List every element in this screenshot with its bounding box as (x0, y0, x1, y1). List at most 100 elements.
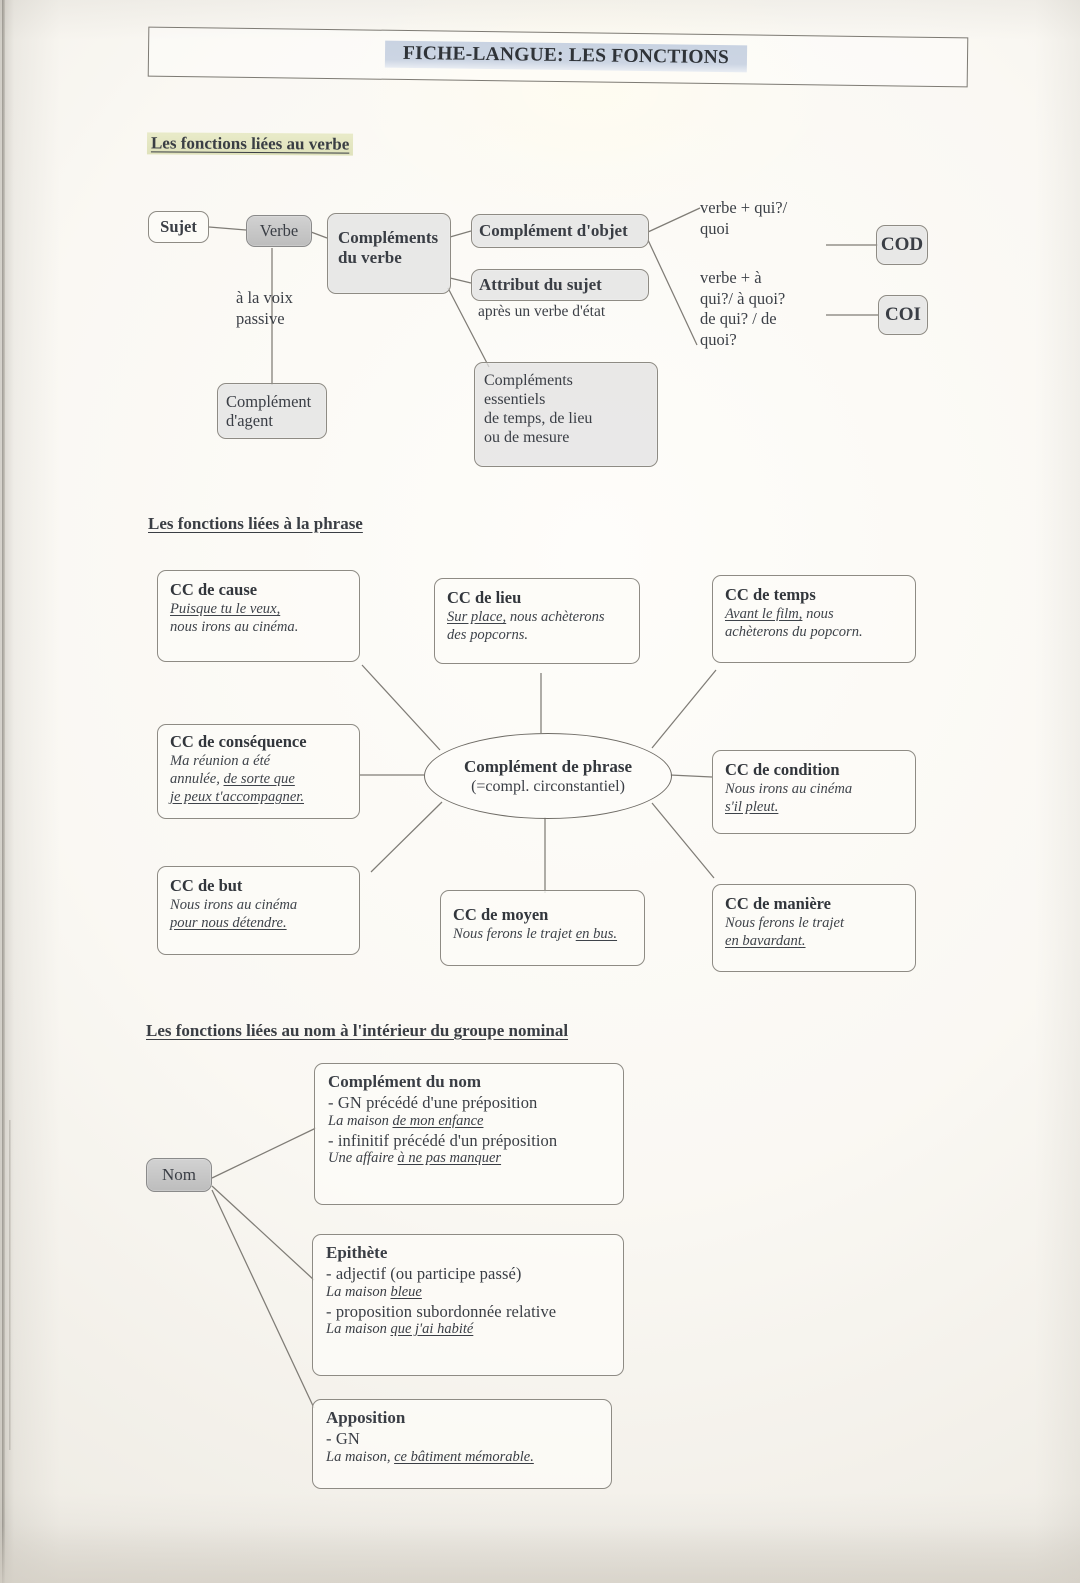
epithete-ex1-prefix: La maison (326, 1283, 391, 1300)
cc-de-consequence-title: CC de conséquence (170, 732, 307, 751)
cc-de-maniere-example-line2: en bavardant. (725, 933, 806, 950)
cc-de-lieu-underlined: Sur place, (447, 609, 507, 626)
box-epithete: Epithète - adjectif (ou participe passé)… (312, 1234, 624, 1376)
attribut-sujet-note: après un verbe d'état (478, 303, 606, 320)
apposition-title: Apposition (326, 1408, 406, 1427)
epithete-title: Epithète (326, 1243, 388, 1262)
node-sujet: Sujet (148, 211, 209, 243)
cdn-ex1-underlined: de mon enfance (392, 1112, 484, 1129)
node-attribut-sujet-label: Attribut du sujet (479, 275, 602, 294)
cdn-ex1-prefix: La maison (328, 1112, 393, 1129)
cc-de-moyen-title: CC de moyen (453, 905, 549, 924)
node-complement-agent-line2: d'agent (226, 411, 273, 431)
cc-de-moyen-l1a: Nous ferons le trajet (453, 926, 576, 943)
cc-de-moyen-l1b: en bus. (575, 926, 618, 943)
cc-de-cause-example-line2: nous irons au cinéma. (170, 619, 299, 636)
box-cc-de-temps: CC de temps Avant le film, nous achètero… (712, 575, 916, 663)
question-coi-line2: qui?/ à quoi? (700, 288, 786, 308)
complement-du-nom-example1: La maison de mon enfance (328, 1113, 613, 1130)
cc-de-temps-underlined: Avant le film, (725, 606, 803, 623)
cc-de-consequence-example-line3: je peux t'accompagner. (170, 789, 305, 806)
box-cc-de-consequence: CC de conséquence Ma réunion a été annul… (157, 724, 360, 819)
node-coi-label: COI (885, 304, 921, 325)
apposition-ex1-prefix: La maison, (326, 1448, 395, 1465)
complements-essentiels-line1: Compléments (484, 372, 573, 389)
cc-de-lieu-example-line2: des popcorns. (447, 627, 529, 644)
apposition-example1: La maison, ce bâtiment mémorable. (326, 1449, 601, 1466)
node-complement-de-phrase: Complément de phrase (=compl. circonstan… (424, 733, 672, 819)
cc-de-maniere-example-line1: Nous ferons le trajet (725, 915, 845, 932)
cc-de-temps-example-line2: achèterons du popcorn. (725, 624, 863, 641)
complements-essentiels-line4: ou de mesure (484, 428, 570, 446)
node-nom-label: Nom (162, 1165, 196, 1184)
section-heading-nom: Les fonctions liées au nom à l'intérieur… (146, 1021, 569, 1040)
node-complements-essentiels: Compléments essentiels de temps, de lieu… (474, 362, 658, 467)
complement-de-phrase-line2: (=compl. circonstantiel) (471, 777, 625, 795)
epithete-ex2-underlined: que j'ai habité (390, 1321, 474, 1338)
complement-du-nom-item2: - infinitif précédé d'un préposition (328, 1130, 558, 1150)
node-nom: Nom (146, 1158, 212, 1192)
voix-passive-note: à la voix passive (236, 288, 293, 329)
node-cod-label: COD (880, 234, 924, 255)
epithete-example2: La maison que j'ai habité (326, 1321, 613, 1338)
question-cod-line2: quoi (700, 218, 730, 238)
cc-de-but-example-line1: Nous irons au cinéma (170, 897, 298, 914)
epithete-example1: La maison bleue (326, 1284, 613, 1301)
node-complements-du-verbe-line2: du verbe (338, 248, 402, 268)
node-sujet-label: Sujet (160, 217, 197, 236)
cc-de-condition-title: CC de condition (725, 760, 840, 779)
question-coi-line3: de qui? / de (700, 309, 777, 329)
cc-de-cause-title: CC de cause (170, 580, 258, 599)
epithete-ex1-underlined: bleue (390, 1283, 422, 1300)
node-attribut-sujet: Attribut du sujet (471, 269, 649, 301)
cc-de-consequence-example-line2: annulée, de sorte que (170, 771, 349, 789)
cc-de-condition-example-line1: Nous irons au cinéma (725, 781, 853, 798)
cc-de-lieu-example-line1: Sur place, nous achèterons (447, 609, 629, 627)
question-coi: verbe + à qui?/ à quoi? de qui? / de quo… (700, 268, 785, 351)
question-cod-line1: verbe + qui?/ (700, 198, 788, 217)
question-cod: verbe + qui?/ quoi (700, 198, 787, 239)
cc-de-but-title: CC de but (170, 876, 243, 895)
apposition-ex1-underlined: ce bâtiment mémorable. (394, 1448, 534, 1465)
cc-de-moyen-example-line1: Nous ferons le trajet en bus. (453, 926, 634, 944)
complement-de-phrase-line1: Complément de phrase (463, 756, 633, 776)
complements-essentiels-line2: essentiels (484, 390, 546, 408)
cc-de-temps-rest: nous (802, 606, 834, 623)
apposition-item1: - GN (326, 1429, 360, 1449)
section-heading-phrase: Les fonctions liées à la phrase (148, 514, 363, 533)
box-cc-de-condition: CC de condition Nous irons au cinéma s'i… (712, 750, 916, 834)
voix-passive-line1: à la voix (236, 288, 293, 307)
box-complement-du-nom: Complément du nom - GN précédé d'une pré… (314, 1063, 624, 1205)
page-edge-shadow-lower (9, 1120, 11, 1450)
box-cc-de-maniere: CC de manière Nous ferons le trajet en b… (712, 884, 916, 972)
page-bottom-fold (0, 1525, 1080, 1583)
cdn-ex2-underlined: à ne pas manquer (397, 1150, 502, 1167)
node-complements-du-verbe-line1: Compléments (338, 228, 439, 247)
complement-du-nom-item1: - GN précédé d'une préposition (328, 1093, 538, 1113)
page-title: FICHE-LANGUE: LES FONCTIONS (384, 40, 748, 73)
epithete-item2: - proposition subordonnée relative (326, 1301, 557, 1321)
node-complement-agent: Complément d'agent (217, 383, 327, 439)
question-coi-line1: verbe + à (700, 268, 762, 287)
cc-de-lieu-title: CC de lieu (447, 588, 522, 607)
cc-de-but-example-line2: pour nous détendre. (170, 915, 287, 932)
cc-de-temps-example-line1: Avant le film, nous (725, 606, 905, 624)
node-coi: COI (878, 295, 928, 335)
cc-de-consequence-l2a: annulée, (170, 771, 224, 788)
cdn-ex2-prefix: Une affaire (328, 1150, 398, 1167)
epithete-item1: - adjectif (ou participe passé) (326, 1264, 522, 1284)
complement-du-nom-example2: Une affaire à ne pas manquer (328, 1150, 613, 1167)
cc-de-consequence-example-line1: Ma réunion a été (170, 753, 271, 770)
box-cc-de-moyen: CC de moyen Nous ferons le trajet en bus… (440, 890, 645, 966)
node-complement-agent-line1: Complément (226, 392, 312, 411)
box-cc-de-but: CC de but Nous irons au cinéma pour nous… (157, 866, 360, 955)
cc-de-condition-example-line2: s'il pleut. (725, 799, 779, 816)
node-cod: COD (876, 225, 928, 265)
node-complement-objet-label: Complément d'objet (479, 221, 628, 240)
epithete-ex2-prefix: La maison (326, 1321, 391, 1338)
cc-de-cause-example-line1: Puisque tu le veux, (170, 601, 281, 618)
cc-de-lieu-rest: nous achèterons (506, 609, 605, 626)
node-verbe-label: Verbe (259, 221, 299, 240)
question-coi-line4: quoi? (700, 329, 737, 349)
box-cc-de-lieu: CC de lieu Sur place, nous achèterons de… (434, 578, 640, 664)
